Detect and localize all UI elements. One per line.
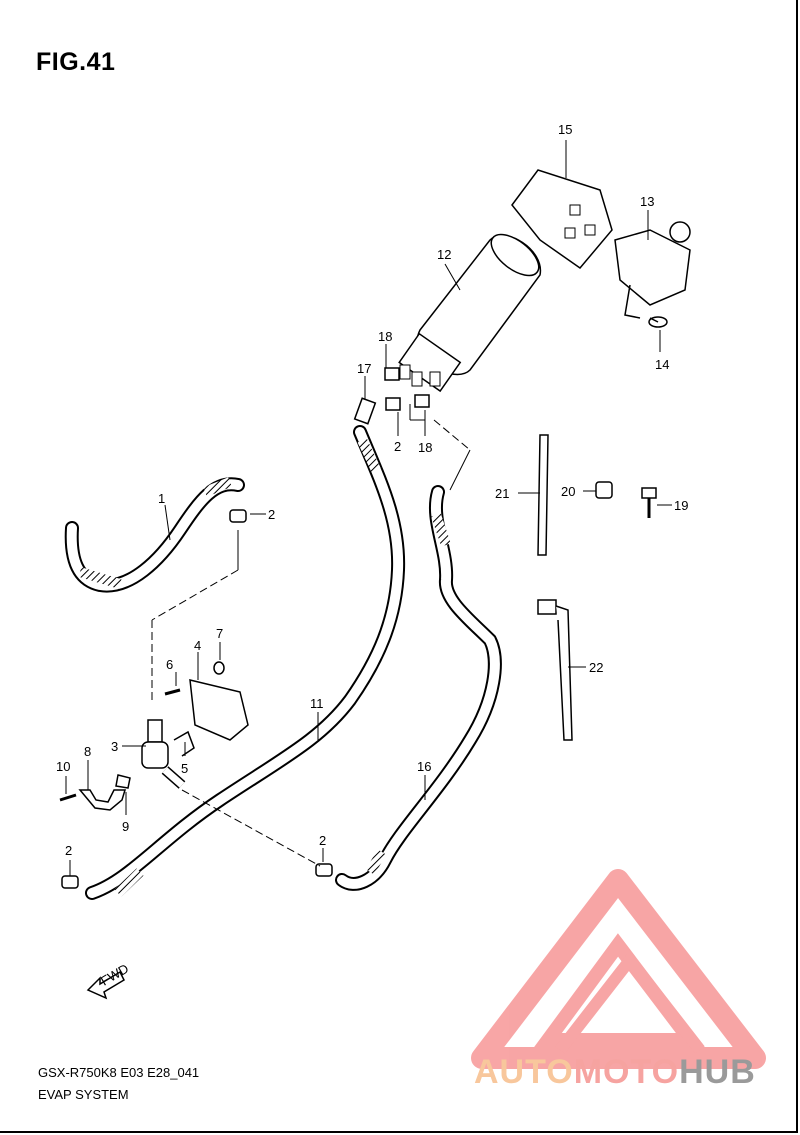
callout-20: 20 [561,484,575,499]
clamp-2-left [229,509,247,523]
figure-title: FIG.41 [36,48,116,76]
callout-3: 3 [111,739,118,754]
callout-2-c: 2 [65,843,72,858]
watermark-logo [471,869,766,1069]
callout-16: 16 [417,759,431,774]
canister-12 [398,233,541,393]
clamp-8 [78,789,127,811]
system-name: EVAP SYSTEM [38,1087,129,1102]
callout-21: 21 [495,486,509,501]
clamp-2-bottom-right [315,863,333,877]
watermark-part-auto: AUTO [474,1053,574,1091]
fwd-arrow-icon: FWD [86,961,131,1000]
pin-22 [537,599,573,741]
bolt-14 [648,316,668,328]
model-code: GSX-R750K8 E03 E28_041 [38,1065,200,1080]
callout-4: 4 [194,638,201,653]
callout-19: 19 [674,498,688,513]
callout-12: 12 [437,247,451,262]
clip-5 [173,730,195,757]
valve-3 [141,719,186,789]
callout-14: 14 [655,357,669,372]
callout-7: 7 [216,626,223,641]
callout-1: 1 [158,491,165,506]
watermark-part-hub: HUB [679,1053,756,1091]
bolt-19 [641,487,657,518]
callout-9: 9 [122,819,129,834]
bolt-6 [164,688,181,696]
bracket-4 [189,679,249,741]
hose-11 [85,425,406,900]
joint-18-upper [384,367,400,381]
bolt-10 [59,793,77,802]
joint-17 [353,397,377,425]
hose-1 [64,477,245,593]
callout-15: 15 [558,122,572,137]
joint-18-lower [414,394,430,408]
watermark-part-moto: MOTO [573,1053,680,1091]
clamp-2-top [385,397,401,411]
callout-18-b: 18 [418,440,432,455]
callout-11: 11 [310,696,324,711]
cushion-20 [595,481,613,499]
callout-17: 17 [357,361,371,376]
leader-lines [65,140,672,876]
callout-10: 10 [56,759,70,774]
callout-22: 22 [589,660,603,675]
clip-9 [115,774,131,789]
callout-2-a: 2 [268,507,275,522]
callout-6: 6 [166,657,173,672]
callout-2-d: 2 [394,439,401,454]
hose-16 [335,485,502,891]
callout-5: 5 [181,761,188,776]
watermark-text: AUTOMOTOHUB [474,1053,756,1092]
washer-7 [213,661,225,675]
strap-21 [537,434,549,556]
callout-8: 8 [84,744,91,759]
bracket-15 [511,169,613,270]
callout-labels: 1 2 2 2 3 4 5 6 7 8 9 10 11 12 13 14 15 … [56,122,688,858]
callout-2-b: 2 [319,833,326,848]
clamp-2-bottom-left [61,875,79,889]
callout-18-a: 18 [378,329,392,344]
bracket-13 [614,221,691,319]
callout-13: 13 [640,194,654,209]
